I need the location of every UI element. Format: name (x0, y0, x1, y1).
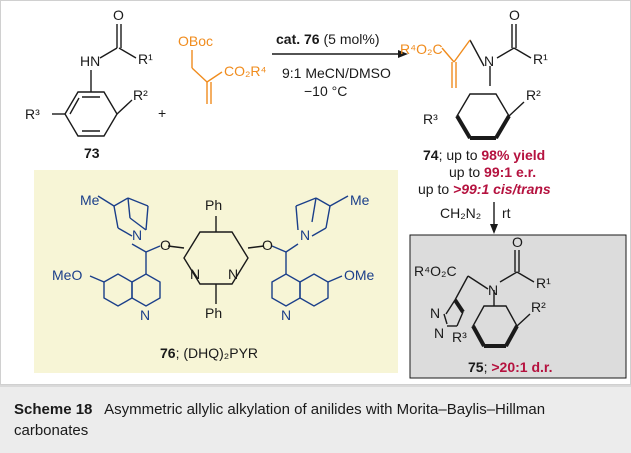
caption-text: Asymmetric allylic alkylation of anilide… (14, 401, 546, 439)
catalyst-76 (89, 195, 349, 307)
mbh-carbonate (191, 50, 223, 104)
atom-r2-74: R² (526, 87, 541, 103)
catalyst-name-line: 76; (DHQ)₂PYR (160, 345, 258, 361)
catalyst-name: ; (DHQ)₂PYR (176, 345, 258, 361)
compound-label-73: 73 (84, 145, 100, 161)
atom-n-pyr-right: N (228, 266, 238, 282)
atom-ph-bottom: Ph (205, 305, 222, 321)
atom-n-quinoline-right: N (281, 307, 291, 323)
atom-r3-75: R³ (452, 329, 467, 345)
temperature-text: −10 °C (304, 83, 347, 99)
compound-label-74: 74 (423, 147, 439, 163)
atom-r4o2c-74: R⁴O₂C (400, 41, 443, 57)
yield-prefix: ; up to (439, 147, 482, 163)
atom-r1-74: R¹ (533, 51, 548, 67)
atom-ome: OMe (344, 267, 375, 283)
atom-o-74: O (509, 7, 520, 23)
anilide-73 (52, 24, 137, 137)
atom-r1-75: R¹ (536, 275, 551, 291)
product75-ring-highlight (453, 298, 519, 348)
atom-o-left: O (160, 237, 171, 253)
product74-allyl (441, 39, 471, 88)
atom-n-74: N (484, 53, 494, 69)
result-yield-line: 74; up to 98% yield (423, 147, 545, 163)
yield-value: 98% yield (481, 147, 545, 163)
reaction-scheme: HN O R¹ R² R³ 73 + OBoc CO₂R⁴ cat. 76 (5… (0, 0, 631, 385)
atom-me-left: Me (80, 192, 100, 208)
atom-n-quinoline-left: N (140, 307, 150, 323)
er-prefix: up to (449, 164, 484, 180)
atom-n1-75: N (430, 305, 440, 321)
solvent-text: 9:1 MeCN/DMSO (282, 65, 391, 81)
atom-n-quin-right: N (300, 227, 310, 243)
catalyst-reagent: cat. 76 (276, 31, 320, 47)
atom-hn: HN (80, 53, 100, 69)
atom-r2: R² (133, 87, 148, 103)
atom-r2-75: R² (531, 299, 546, 315)
result-dr-line: 75; >20:1 d.r. (468, 359, 552, 375)
atom-n-pyr-left: N (190, 266, 200, 282)
atom-me-right: Me (350, 192, 370, 208)
atom-n-75: N (488, 282, 498, 298)
cistrans-value: >99:1 cis/trans (453, 181, 551, 197)
plus-sign: + (158, 105, 166, 121)
dr-prefix: ; (484, 359, 492, 375)
atom-o-right: O (262, 237, 273, 253)
atom-r4o2c-75: R⁴O₂C (414, 263, 457, 279)
catalyst-conditions: cat. 76 (5 mol%) (276, 31, 380, 47)
atom-n-quin-left: N (132, 227, 142, 243)
result-er-line: up to 99:1 e.r. (449, 164, 536, 180)
atom-r3-74: R³ (423, 111, 438, 127)
atom-r3: R³ (25, 106, 40, 122)
atom-oboc: OBoc (178, 33, 213, 49)
atom-n2-75: N (434, 325, 444, 341)
catalyst-76-box (34, 170, 398, 373)
reaction-arrow-2-head (490, 224, 498, 234)
step2-reagent: CH₂N₂ (440, 205, 481, 221)
atom-meo: MeO (52, 267, 82, 283)
atom-co2r4: CO₂R⁴ (224, 63, 267, 79)
atom-r1: R¹ (138, 51, 153, 67)
product-75-box (409, 234, 627, 379)
compound-label-75: 75 (468, 359, 484, 375)
step2-condition: rt (502, 205, 511, 221)
atom-o-75: O (512, 234, 523, 250)
dr-value: >20:1 d.r. (491, 359, 552, 375)
caption-label: Scheme 18 (14, 401, 93, 418)
pyrimidine-core (167, 216, 265, 304)
atom-ph-top: Ph (205, 197, 222, 213)
scheme-caption: Scheme 18 Asymmetric allylic alkylation … (0, 385, 631, 453)
er-value: 99:1 e.r. (484, 164, 536, 180)
compound-label-76: 76 (160, 345, 176, 361)
atom-o: O (113, 7, 124, 23)
catalyst-loading: (5 mol%) (323, 31, 379, 47)
product74-ring-highlight (455, 114, 511, 140)
result-cistrans-line: up to >99:1 cis/trans (418, 181, 551, 197)
cistrans-prefix: up to (418, 181, 453, 197)
reaction-arrow-1-head (398, 50, 408, 58)
